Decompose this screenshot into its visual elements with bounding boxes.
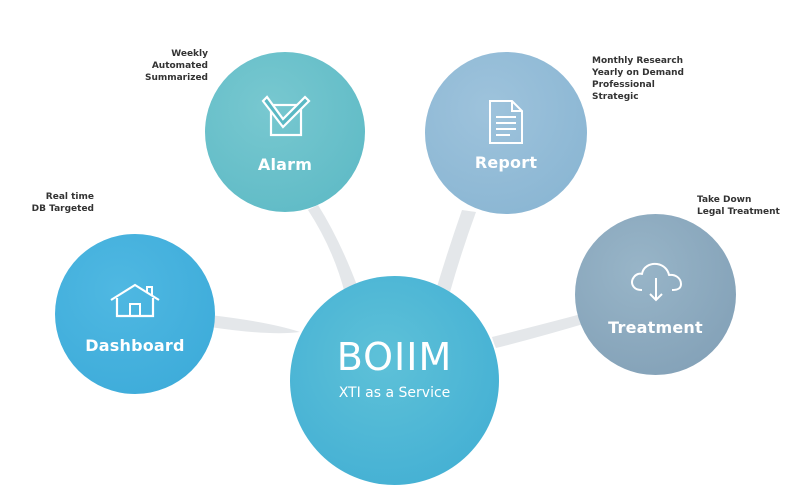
alarm-label: Alarm: [257, 154, 313, 174]
report-label: Report: [474, 152, 538, 172]
treatment-node[interactable]: Treatment: [575, 214, 736, 375]
report-note: Monthly Research: [592, 56, 684, 66]
treatment-note: Take Down: [697, 195, 752, 205]
treatment-label: Treatment: [608, 318, 703, 337]
connector-treatment: [492, 313, 590, 348]
dashboard-note: Real time: [45, 192, 94, 202]
alarm-note: Summarized: [144, 73, 208, 83]
alarm-note: Weekly: [171, 49, 208, 59]
center-node[interactable]: BOIIM XTI as a Service: [290, 276, 499, 485]
house-icon: [110, 283, 160, 317]
alarm-notes: Weekly Automated Summarized: [145, 48, 208, 84]
dashboard-node[interactable]: Dashboard: [55, 234, 215, 394]
dashboard-note: DB Targeted: [31, 204, 94, 214]
alarm-note: Automated: [151, 61, 208, 71]
connector-dashboard: [210, 315, 300, 334]
center-title: BOIIM: [336, 335, 453, 379]
connector-report: [436, 210, 476, 292]
dashboard-notes: Real time DB Targeted: [32, 191, 94, 215]
document-icon: [489, 99, 523, 144]
connector-lines: [210, 205, 590, 348]
alarm-node[interactable]: Alarm: [205, 52, 365, 212]
report-note: Strategic: [592, 92, 639, 102]
center-subtitle: XTI as a Service: [338, 385, 451, 401]
checkbox-check-icon: [261, 94, 311, 136]
connector-alarm: [308, 205, 358, 294]
cloud-download-icon: [630, 262, 682, 302]
treatment-note: Legal Treatment: [697, 207, 780, 217]
report-node[interactable]: Report: [425, 52, 587, 214]
report-notes: Monthly Research Yearly on Demand Profes…: [592, 55, 684, 103]
dashboard-label: Dashboard: [85, 335, 185, 355]
report-note: Yearly on Demand: [592, 68, 684, 78]
report-note: Professional: [592, 80, 655, 90]
treatment-notes: Take Down Legal Treatment: [697, 194, 780, 218]
